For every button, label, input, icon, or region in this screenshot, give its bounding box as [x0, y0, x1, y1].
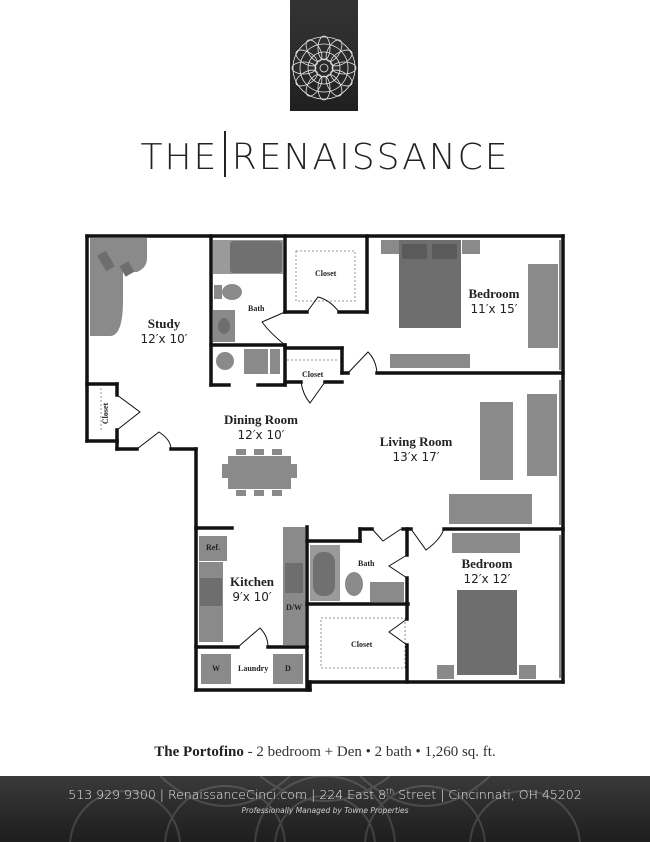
label-closet-top: Closet — [315, 269, 337, 278]
label-dishwasher: D/W — [286, 603, 302, 612]
room-dims-bedroom-2: 12′x 12′ — [463, 572, 511, 586]
room-dims-bedroom-1: 11′x 15′ — [470, 302, 518, 316]
label-dryer: D — [285, 664, 291, 673]
website-link[interactable]: RenaissanceCinci.com — [167, 787, 308, 803]
room-dims-kitchen: 9′x 10′ — [232, 590, 272, 604]
brand-title: THE RENAISSANCE — [0, 131, 650, 178]
city-state-zip: Cincinnati, OH 45202 — [448, 787, 582, 803]
footer-bar: 513 929 9300 | RenaissanceCinci.com | 22… — [0, 776, 650, 842]
brand-title-right: RENAISSANCE — [231, 137, 510, 178]
walls — [85, 234, 565, 692]
label-closet-study: Closet — [101, 402, 111, 425]
room-dims-living: 13′x 17′ — [392, 450, 440, 464]
brand-divider — [224, 131, 226, 177]
label-laundry: Laundry — [238, 664, 269, 673]
room-name-bedroom-1: Bedroom — [468, 286, 520, 301]
floor-plan — [85, 234, 565, 692]
room-name-kitchen: Kitchen — [229, 574, 275, 589]
contact-line: 513 929 9300 | RenaissanceCinci.com | 22… — [0, 787, 650, 802]
room-name-dining: Dining Room — [223, 412, 299, 427]
label-closet-bottom: Closet — [351, 640, 373, 649]
label-refrigerator: Ref. — [206, 543, 220, 552]
furniture — [90, 238, 558, 684]
room-name-study: Study — [147, 316, 181, 331]
label-bath-top: Bath — [248, 304, 265, 313]
label-bath-bottom: Bath — [358, 559, 375, 568]
mandala-icon — [291, 35, 357, 101]
brand-title-left: THE — [140, 137, 219, 178]
footer-mandala-pattern — [69, 776, 581, 842]
room-dims-dining: 12′x 10′ — [237, 428, 285, 442]
separator: | — [155, 787, 168, 803]
label-washer: W — [212, 664, 220, 673]
separator: | — [436, 787, 449, 803]
room-name-bedroom-2: Bedroom — [461, 556, 513, 571]
label-closet-mid: Closet — [302, 370, 324, 379]
logo-block — [290, 0, 358, 111]
street-name: Street — [394, 787, 437, 803]
phone-number[interactable]: 513 929 9300 — [68, 787, 156, 803]
plan-details: - 2 bedroom + Den • 2 bath • 1,260 sq. f… — [243, 744, 496, 760]
street-number: 224 East 8 — [319, 787, 387, 803]
plan-name: The Portofino — [154, 744, 244, 760]
room-name-living: Living Room — [379, 434, 453, 449]
floorplan-caption: The Portofino - 2 bedroom + Den • 2 bath… — [0, 744, 650, 761]
separator: | — [307, 787, 320, 803]
room-dims-study: 12′x 10′ — [140, 332, 188, 346]
street-address: 224 East 8th Street — [319, 787, 436, 802]
managed-by: Professionally Managed by Towne Properti… — [241, 806, 409, 815]
street-ordinal: th — [386, 787, 395, 796]
